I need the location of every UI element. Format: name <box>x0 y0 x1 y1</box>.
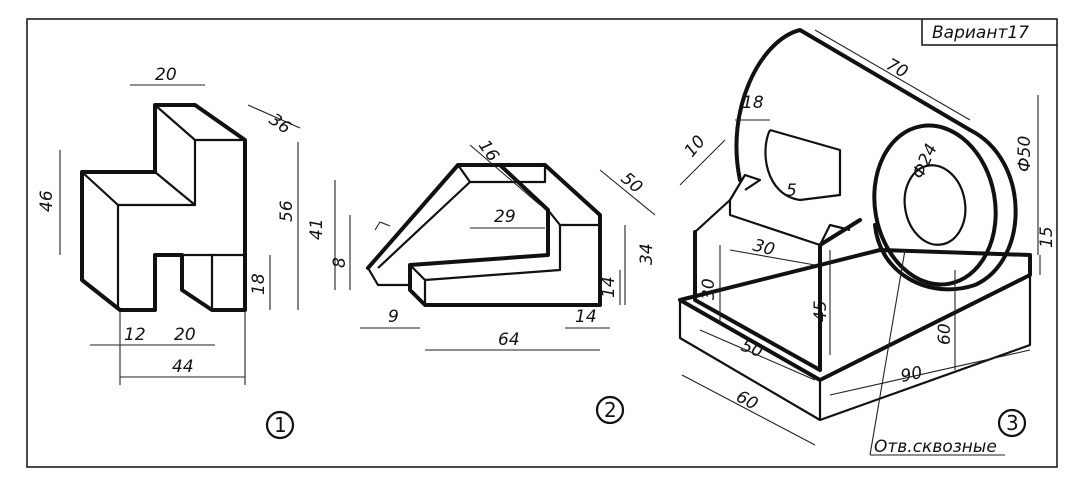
part-3-dim-60b: 60 <box>733 387 761 415</box>
part-3-number: 3 <box>1006 411 1019 435</box>
part-3-dim-70: 70 <box>883 55 911 83</box>
part-1-dim-20: 20 <box>155 65 177 85</box>
part-3-dim-45: 45 <box>811 300 831 322</box>
part-3-dim-10: 10 <box>681 132 710 161</box>
part-2-dim-16: 16 <box>474 136 503 165</box>
part-3-dim-phi24: Ф24 <box>908 141 941 182</box>
part-2-dim-8: 8 <box>330 257 350 268</box>
part-2-dim-50: 50 <box>617 169 646 198</box>
part-1-dim-46: 46 <box>37 190 57 212</box>
part-3-dim-phi50: Ф50 <box>1015 136 1035 172</box>
part-1-number-circle <box>265 410 295 440</box>
part-2-dim-34: 34 <box>637 243 657 265</box>
part-3-dim-18: 18 <box>742 93 764 113</box>
part-2-number-circle <box>595 395 625 425</box>
part-2-dim-64: 64 <box>498 330 520 350</box>
variant-box <box>921 19 1057 46</box>
part-2-dim-29: 29 <box>494 207 516 227</box>
part-1-dim-20b: 20 <box>174 325 196 345</box>
part-1-outline <box>80 103 247 312</box>
part-2-dim-14: 14 <box>599 276 619 298</box>
drawing-frame <box>26 18 1058 468</box>
part-1-dim-12: 12 <box>124 325 146 345</box>
part-1-dim-18: 18 <box>249 273 269 295</box>
part-2-dim-14b: 14 <box>575 307 597 327</box>
part-3-dim-15: 15 <box>1037 226 1057 248</box>
part-3-dim-5: 5 <box>786 181 797 201</box>
part-1-drawing <box>59 84 301 385</box>
part-3-dim-30b: 30 <box>699 278 719 300</box>
part-3-number-circle <box>997 408 1027 438</box>
part-1-dim-56: 56 <box>277 200 297 222</box>
part-3-dim-90: 90 <box>899 363 924 387</box>
part-1-number: 1 <box>274 413 287 437</box>
part-2-dim-9: 9 <box>388 307 399 327</box>
part-1-dim-44: 44 <box>172 357 194 377</box>
part-2-drawing <box>334 144 656 351</box>
part-3-dim-50: 50 <box>738 336 765 362</box>
note-label: Отв.сквозные <box>874 437 997 457</box>
part-3-drawing <box>678 28 1041 456</box>
part-3-dim-60: 60 <box>935 323 955 345</box>
part-2-number: 2 <box>604 398 617 422</box>
part-2-dim-41: 41 <box>307 218 327 240</box>
variant-label: Вариант17 <box>932 23 1029 43</box>
part-3-dim-30: 30 <box>751 236 777 261</box>
